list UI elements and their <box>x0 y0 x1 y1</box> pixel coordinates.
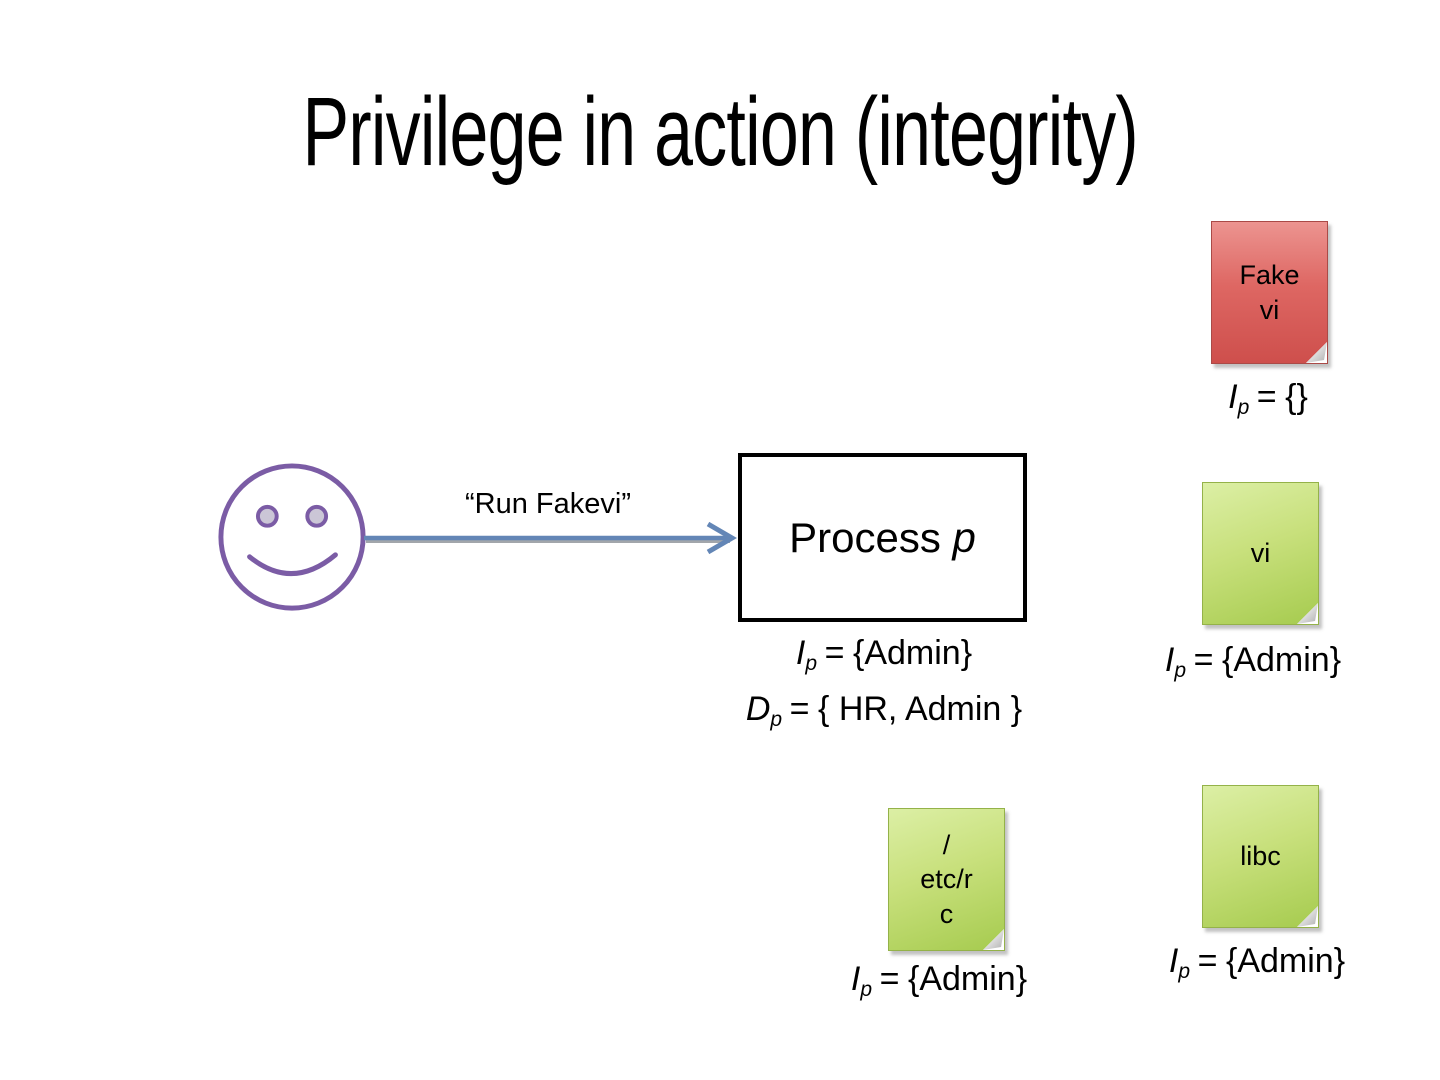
libc-integrity-label: Ip={Admin} <box>1168 942 1346 983</box>
file-note-etc-rc-label: / etc/r c <box>920 829 973 929</box>
command-label: “Run Fakevi” <box>465 488 631 520</box>
folded-corner-icon <box>1297 906 1318 927</box>
smiley-mouth <box>247 552 338 576</box>
slide-title-wrap: Privilege in action (integrity) <box>0 76 1440 188</box>
slide-title: Privilege in action (integrity) <box>302 77 1138 186</box>
file-note-etc-rc: / etc/r c <box>888 808 1005 951</box>
fake-vi-integrity-label: Ip={} <box>1228 378 1308 419</box>
file-note-vi-label: vi <box>1250 538 1271 569</box>
fold-flap <box>1306 342 1327 363</box>
fold-flap <box>1297 603 1318 624</box>
file-note-vi: vi <box>1202 482 1319 625</box>
file-note-libc-label: libc <box>1240 841 1281 872</box>
vi-integrity-label: Ip={Admin} <box>1164 641 1342 682</box>
process-integrity-label: Ip={Admin} <box>795 634 973 675</box>
folded-corner-icon <box>1306 342 1327 363</box>
smiley-right-eye <box>305 504 329 528</box>
process-box: Process p <box>738 453 1027 622</box>
arrow-head <box>706 521 737 555</box>
fold-flap <box>1297 906 1318 927</box>
run-arrow <box>364 521 737 555</box>
file-note-libc: libc <box>1202 785 1319 928</box>
smiley-left-eye <box>255 504 279 528</box>
process-discretion-label: Dp={ HR, Admin } <box>745 690 1023 731</box>
folded-corner-icon <box>983 929 1004 950</box>
file-note-fake-vi: Fake vi <box>1211 221 1328 364</box>
etc-rc-integrity-label: Ip={Admin} <box>850 960 1028 1001</box>
process-var: p <box>952 513 976 561</box>
file-note-fake-vi-label: Fake vi <box>1239 259 1300 325</box>
smiley-head <box>218 463 366 611</box>
folded-corner-icon <box>1297 603 1318 624</box>
process-label-text: Process <box>789 513 941 561</box>
process-label: Process p <box>789 514 976 562</box>
user-smiley-icon <box>218 463 366 611</box>
fold-flap <box>983 929 1004 950</box>
